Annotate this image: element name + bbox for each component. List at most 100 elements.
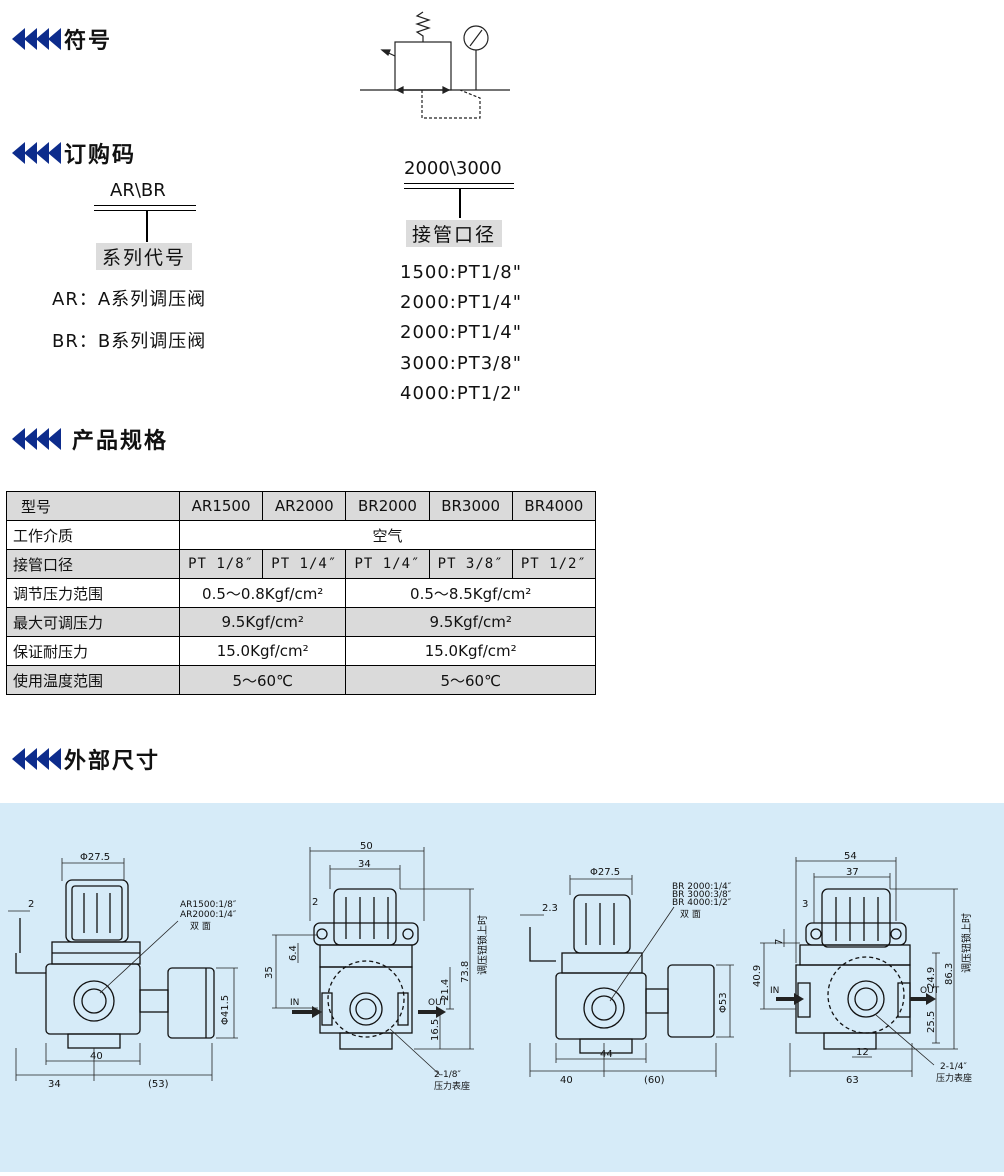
table-cell: PT 1/8″ (178, 549, 264, 579)
table-cell: 15.0Kgf/cm² (345, 636, 596, 666)
port-out-label: OUT (920, 986, 940, 996)
port-out-label: OUT (428, 998, 448, 1008)
port-item: 1500:PT1/8" (400, 262, 522, 283)
dim-label: (53) (148, 1079, 169, 1090)
drawing-br-side (795, 888, 911, 1050)
table-row: 保证耐压力 15.0Kgf/cm² 15.0Kgf/cm² (6, 636, 596, 666)
dim-label: 44 (600, 1049, 613, 1060)
dim-note: 双 面 (190, 921, 211, 932)
chevron-icon (12, 748, 61, 770)
drawing-br-front (529, 894, 715, 1054)
table-cell: 15.0Kgf/cm² (178, 636, 347, 666)
table-cell: PT 1/2″ (511, 549, 597, 579)
table-cell: 保证耐压力 (6, 636, 180, 666)
table-row: 型号 AR1500 AR2000 BR2000 BR3000 BR4000 (6, 491, 597, 521)
table-cell: 0.5～8.5Kgf/cm² (345, 578, 596, 608)
dim-label: 40.9 (752, 965, 763, 987)
chevron-icon (12, 428, 61, 450)
table-row: 最大可调压力 9.5Kgf/cm² 9.5Kgf/cm² (6, 607, 596, 637)
dim-label: Φ53 (718, 992, 729, 1013)
dim-label: 86.3 (944, 963, 955, 985)
table-row: 调节压力范围 0.5～0.8Kgf/cm² 0.5～8.5Kgf/cm² (6, 578, 596, 608)
drawing-ar-front (15, 879, 215, 1049)
chevron-icon (12, 28, 61, 50)
table-cell: 型号 (6, 491, 180, 521)
dim-label: Φ27.5 (590, 867, 620, 878)
chevron-icon (12, 142, 61, 164)
dim-note: AR1500:1/8″ (180, 900, 237, 910)
dim-note: AR2000:1/4″ (180, 910, 237, 920)
section-title-symbol: 符号 (12, 24, 112, 54)
port-code: 2000\3000 (404, 158, 502, 179)
series-label: 系列代号 (96, 243, 193, 270)
series-item: BR：B系列调压阀 (52, 331, 207, 352)
dim-label: 16.5 (430, 1019, 441, 1041)
dim-note: 压力表座 (936, 1072, 972, 1084)
dim-label: 25.5 (926, 1011, 937, 1033)
dim-label: 37 (846, 867, 859, 878)
dim-label: 63 (846, 1075, 859, 1086)
dim-label: 3 (802, 899, 808, 910)
dim-label: 54 (844, 851, 857, 862)
dim-label: (60) (644, 1075, 665, 1086)
table-cell: 调节压力范围 (6, 578, 180, 608)
port-item: 2000:PT1/4" (400, 292, 522, 313)
dim-label: 7 (774, 939, 785, 945)
dim-label: 24.9 (926, 967, 937, 989)
table-cell: 0.5～0.8Kgf/cm² (178, 578, 347, 608)
table-cell: 使用温度范围 (6, 665, 180, 695)
table-cell: PT 1/4″ (262, 549, 347, 579)
port-item: 2000:PT1/4" (400, 322, 522, 343)
table-cell: 工作介质 (6, 520, 180, 550)
dim-note: 双 面 (680, 909, 701, 920)
dim-label: 40 (90, 1051, 103, 1062)
table-cell: BR3000 (428, 491, 513, 521)
dim-note: 2-1/4″ (940, 1062, 967, 1072)
dim-label: 73.8 (460, 961, 471, 983)
port-item: 3000:PT3/8" (400, 353, 522, 374)
table-cell: 5～60℃ (178, 665, 347, 695)
dim-note: 压力表座 (434, 1080, 470, 1092)
series-code: AR\BR (110, 180, 166, 201)
table-cell: PT 1/4″ (345, 549, 430, 579)
table-cell: 9.5Kgf/cm² (345, 607, 596, 637)
drawing-ar-side (313, 888, 419, 1050)
regulator-symbol (360, 11, 510, 119)
port-in-label: IN (770, 986, 779, 996)
dim-note: 2-1/8″ (434, 1070, 461, 1080)
section-title-specs: 产品规格 (12, 424, 168, 454)
section-title-dimensions: 外部尺寸 (12, 744, 160, 774)
port-label: 接管口径 (406, 220, 503, 247)
dim-note: 调压钮锁上时 (476, 915, 489, 975)
table-cell: BR4000 (511, 491, 597, 521)
dim-label: 12 (856, 1047, 869, 1058)
dim-label: Φ41.5 (220, 995, 231, 1025)
dim-label: 21.4 (440, 979, 451, 1001)
dim-note: 调压钮锁上时 (960, 913, 973, 973)
dimension-panel: Φ27.5 2 AR1500:1/8″ AR2000:1/4″ 双 面 Φ41.… (0, 803, 1004, 1172)
dim-label: 2 (312, 897, 318, 908)
series-item: AR：A系列调压阀 (52, 289, 207, 310)
dim-note: BR 4000:1/2″ (672, 898, 732, 908)
dim-label: 40 (560, 1075, 573, 1086)
code-connector (459, 188, 461, 218)
table-cell: BR2000 (345, 491, 430, 521)
table-row: 工作介质 空气 (6, 520, 596, 550)
dim-label: 35 (264, 966, 275, 979)
dim-label: 50 (360, 841, 373, 852)
dim-note: BR 3000:3/8″ (672, 890, 732, 900)
table-cell: AR2000 (262, 491, 347, 521)
dim-label: 2 (28, 899, 34, 910)
table-row: 接管口径 PT 1/8″ PT 1/4″ PT 1/4″ PT 3/8″ PT … (6, 549, 597, 579)
table-cell: AR1500 (178, 491, 264, 521)
table-cell: 空气 (179, 520, 596, 550)
section-title-order-code: 订购码 (12, 138, 136, 168)
code-rule (94, 205, 196, 211)
table-cell: PT 3/8″ (428, 549, 513, 579)
dim-label: 34 (48, 1079, 61, 1090)
dim-label: Φ27.5 (80, 852, 110, 863)
code-connector (146, 210, 148, 242)
table-cell: 9.5Kgf/cm² (178, 607, 347, 637)
dimension-drawings: Φ27.5 2 AR1500:1/8″ AR2000:1/4″ 双 面 Φ41.… (8, 841, 973, 1092)
dim-label: 6.4 (288, 945, 299, 961)
